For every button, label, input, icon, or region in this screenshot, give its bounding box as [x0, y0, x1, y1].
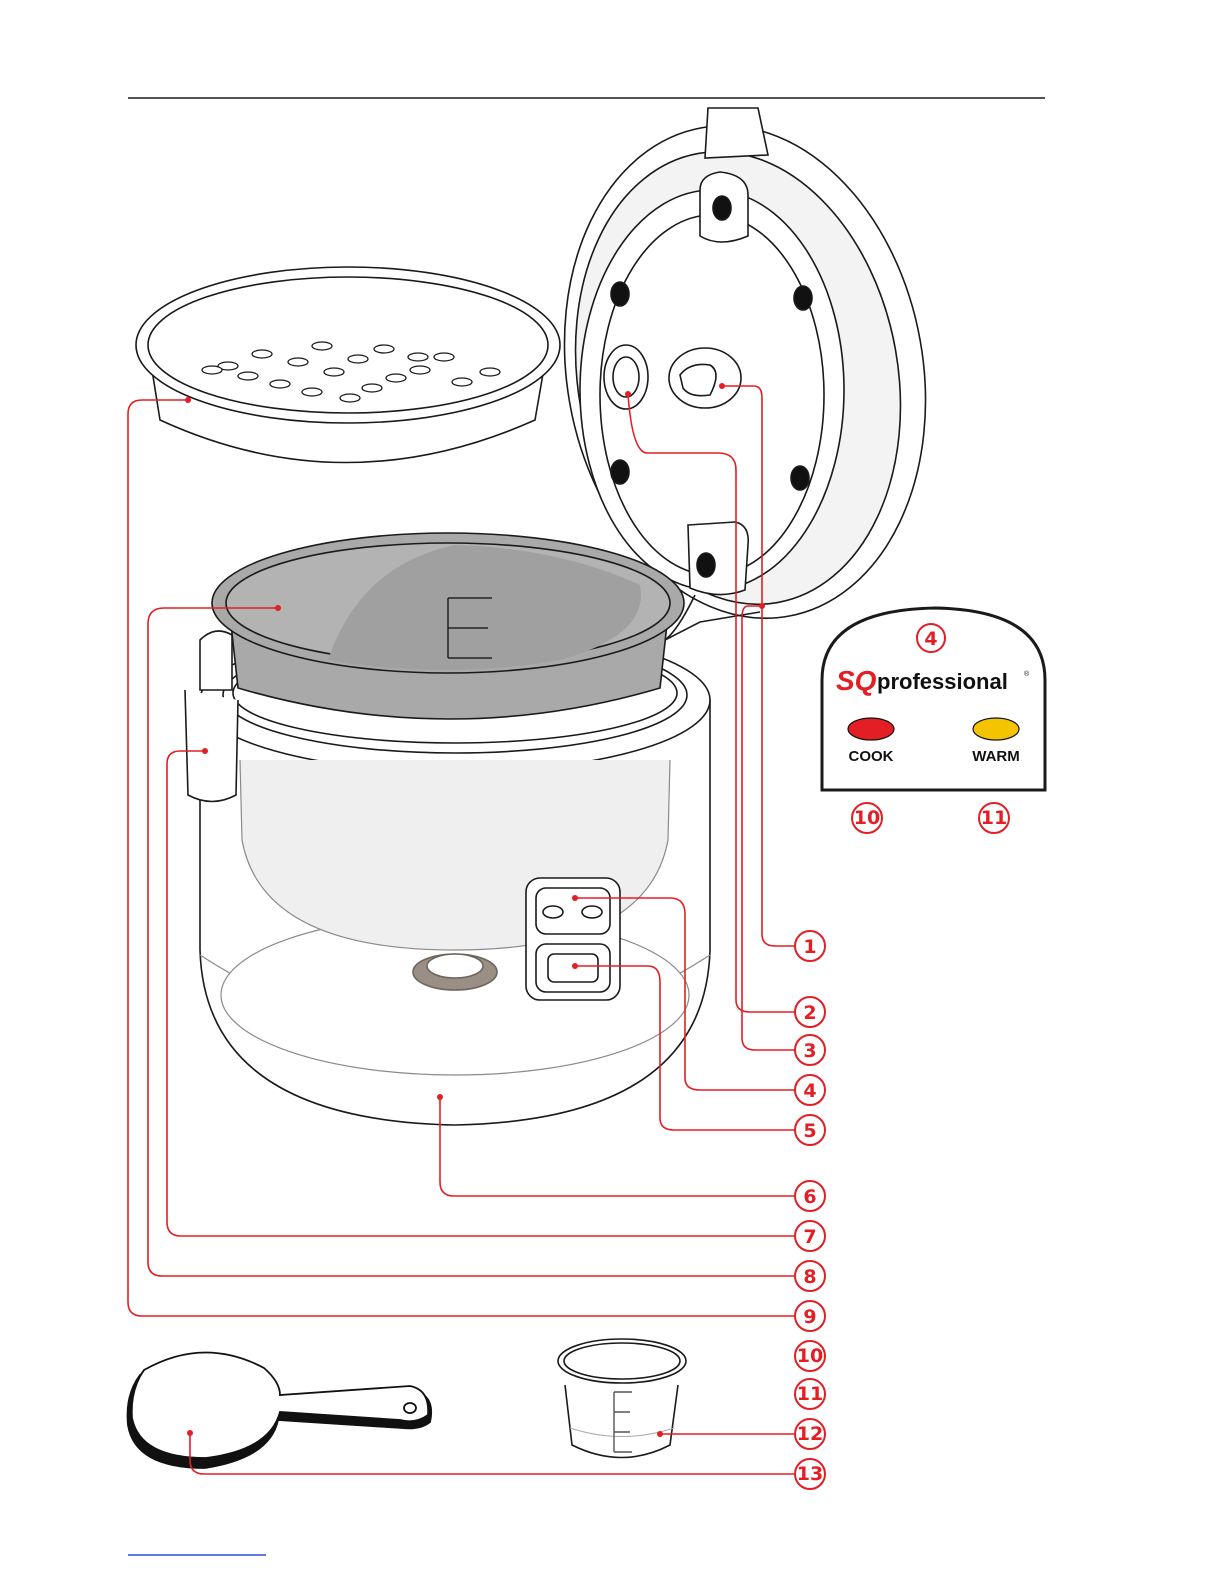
- callout-6: 6: [795, 1181, 825, 1211]
- callout-13: 13: [795, 1459, 825, 1489]
- callout-3: 3: [795, 1035, 825, 1065]
- brand-text: professional: [877, 669, 1008, 694]
- panel-callout-11: 11: [979, 803, 1009, 833]
- brand-sq: SQ: [836, 665, 877, 696]
- callout-8: 8: [795, 1261, 825, 1291]
- svg-text:7: 7: [803, 1226, 816, 1248]
- svg-text:10: 10: [797, 1345, 823, 1367]
- svg-text:8: 8: [803, 1266, 816, 1288]
- inner-pot: [212, 533, 684, 719]
- control-panel-detail: 4 SQ professional ® COOK WARM 10 11: [822, 608, 1045, 833]
- measuring-cup: [558, 1339, 686, 1458]
- callout-9: 9: [795, 1301, 825, 1331]
- callout-5: 5: [795, 1115, 825, 1145]
- svg-text:10: 10: [854, 807, 880, 829]
- warm-light: [973, 718, 1019, 740]
- callout-12: 12: [795, 1419, 825, 1449]
- brand-logo: SQ professional ®: [836, 665, 1030, 696]
- svg-text:5: 5: [803, 1120, 816, 1142]
- svg-text:2: 2: [803, 1002, 816, 1024]
- steamer-basket: [136, 267, 560, 463]
- svg-text:6: 6: [803, 1186, 816, 1208]
- svg-text:12: 12: [797, 1423, 823, 1445]
- warm-label: WARM: [972, 748, 1020, 765]
- callout-4: 4: [795, 1075, 825, 1105]
- svg-text:4: 4: [924, 628, 937, 650]
- svg-text:4: 4: [803, 1080, 816, 1102]
- cook-label: COOK: [849, 748, 894, 765]
- callout-2: 2: [795, 997, 825, 1027]
- svg-text:13: 13: [797, 1463, 823, 1485]
- callout-1: 1: [795, 931, 825, 961]
- callout-numbers: 1 2 3 4 5 6 7 8: [795, 931, 825, 1489]
- svg-text:11: 11: [797, 1383, 823, 1405]
- registered-mark: ®: [1024, 670, 1030, 678]
- panel-callout-10: 10: [852, 803, 882, 833]
- rice-spoon: [128, 1352, 432, 1468]
- svg-text:3: 3: [803, 1040, 816, 1062]
- callout-11: 11: [795, 1379, 825, 1409]
- callout-10: 10: [795, 1341, 825, 1371]
- svg-text:1: 1: [803, 936, 816, 958]
- callout-7: 7: [795, 1221, 825, 1251]
- cook-light: [848, 718, 894, 740]
- svg-text:9: 9: [803, 1306, 816, 1328]
- svg-text:11: 11: [981, 807, 1007, 829]
